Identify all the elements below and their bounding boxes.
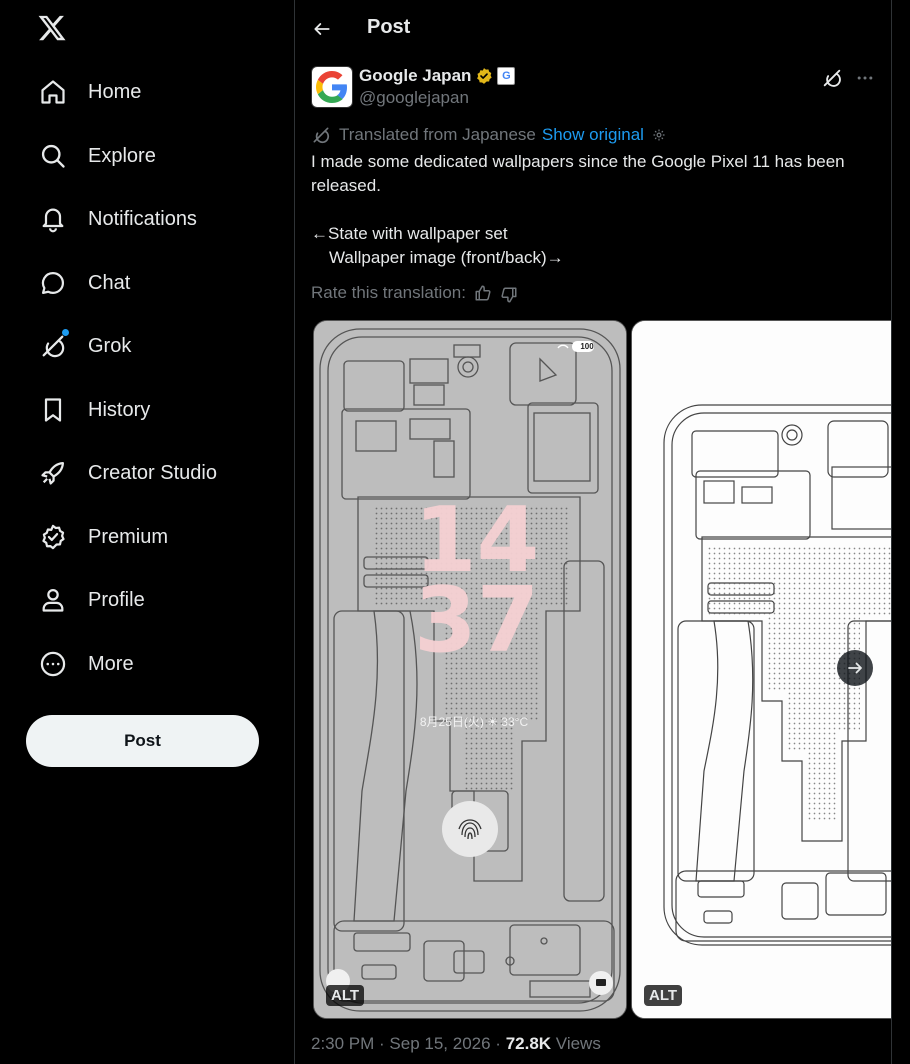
gear-icon[interactable] (652, 128, 666, 142)
sidebar-item-chat[interactable]: Chat (26, 257, 142, 309)
sidebar-item-label: More (88, 652, 134, 675)
alt-badge[interactable]: ALT (644, 985, 683, 1006)
notification-dot (62, 329, 69, 336)
sidebar-item-explore[interactable]: Explore (26, 130, 168, 182)
post-detail-column: Post Google Japan G @googlejapan Transla… (294, 0, 892, 1064)
verified-badge-icon (38, 522, 68, 552)
lockscreen-clock: 14 37 (414, 488, 540, 673)
rate-translation: Rate this translation: (311, 283, 518, 303)
sidebar-item-label: Home (88, 80, 142, 103)
sidebar-item-profile[interactable]: Profile (26, 574, 157, 626)
sidebar-item-notifications[interactable]: Notifications (26, 193, 209, 245)
media-image-lockscreen[interactable]: 100 14 37 8月25日(火) ☀ 33°C ALT (313, 320, 627, 1019)
bell-icon (38, 204, 68, 234)
back-arrow-icon[interactable] (307, 14, 337, 44)
author-line: Google Japan G (359, 66, 516, 86)
sidebar: Home Explore Notifications Chat Grok His… (0, 0, 294, 1064)
alt-badge[interactable]: ALT (326, 985, 365, 1006)
post-button[interactable]: Post (26, 715, 259, 767)
clock-hour: 14 (414, 488, 540, 593)
clock-minute: 37 (414, 568, 540, 673)
author-handle[interactable]: @googlejapan (359, 88, 469, 107)
affiliate-badge[interactable]: G (497, 67, 516, 85)
avatar[interactable] (311, 66, 353, 108)
grok-explain-icon[interactable] (821, 67, 843, 89)
post-time[interactable]: 2:30 PM (311, 1034, 375, 1053)
page-title: Post (367, 16, 411, 38)
sidebar-item-label: Creator Studio (88, 461, 217, 484)
sidebar-item-label: Chat (88, 271, 131, 294)
views-label: Views (555, 1034, 601, 1053)
battery-level: 100 (580, 342, 594, 351)
views-count: 72.8K (505, 1034, 552, 1053)
gold-verified-icon (477, 68, 493, 84)
thumbs-up-icon[interactable] (474, 284, 492, 302)
bookmark-icon (38, 395, 68, 425)
grok-icon (38, 329, 69, 361)
author-name[interactable]: Google Japan (359, 66, 472, 85)
more-options-icon[interactable] (853, 67, 877, 89)
fingerprint-icon (458, 819, 482, 840)
sidebar-item-label: Premium (88, 525, 169, 548)
more-circle-icon (38, 649, 68, 679)
sidebar-item-grok[interactable]: Grok (26, 320, 143, 372)
translated-label: Translated from Japanese (339, 125, 536, 144)
sidebar-item-home[interactable]: Home (26, 66, 153, 118)
lockscreen-date: 8月25日(火) ☀ 33°C (419, 715, 529, 729)
post-text-line: I made some dedicated wallpapers since t… (311, 152, 845, 195)
chat-bubble-icon (38, 268, 68, 298)
sidebar-item-label: Notifications (88, 207, 197, 230)
post-text-line: ←State with wallpaper set (311, 224, 508, 243)
home-icon (38, 77, 68, 107)
carousel-next-button[interactable] (837, 650, 873, 686)
x-logo-icon[interactable] (34, 10, 70, 46)
separator: · (374, 1034, 390, 1053)
grok-icon (313, 127, 330, 144)
sidebar-item-label: History (88, 398, 151, 421)
rate-label: Rate this translation: (311, 283, 466, 302)
separator: · (490, 1034, 506, 1053)
show-original-link[interactable]: Show original (541, 125, 644, 144)
sidebar-item-more[interactable]: More (26, 638, 146, 690)
sidebar-item-label: Grok (88, 334, 132, 357)
post-meta: 2:30 PM · Sep 15, 2026 · 72.8K Views (311, 1034, 601, 1054)
person-icon (38, 585, 68, 615)
phone-internals-illustration (314, 321, 626, 1018)
sidebar-item-label: Explore (88, 144, 156, 167)
status-bar (557, 341, 594, 352)
post-text-line: Wallpaper image (front/back)→ (329, 248, 564, 267)
sidebar-item-label: Profile (88, 588, 145, 611)
sidebar-item-premium[interactable]: Premium (26, 511, 180, 563)
arrow-right-icon (848, 662, 862, 674)
search-icon (38, 141, 68, 171)
rocket-icon (38, 458, 68, 488)
post-date[interactable]: Sep 15, 2026 (389, 1034, 491, 1053)
sidebar-item-creator-studio[interactable]: Creator Studio (26, 447, 229, 499)
google-logo-icon (316, 71, 347, 103)
post-body: I made some dedicated wallpapers since t… (311, 150, 871, 270)
sidebar-item-history[interactable]: History (26, 384, 162, 436)
thumbs-down-icon[interactable] (500, 286, 518, 304)
translation-notice: Translated from Japanese Show original (311, 125, 666, 145)
